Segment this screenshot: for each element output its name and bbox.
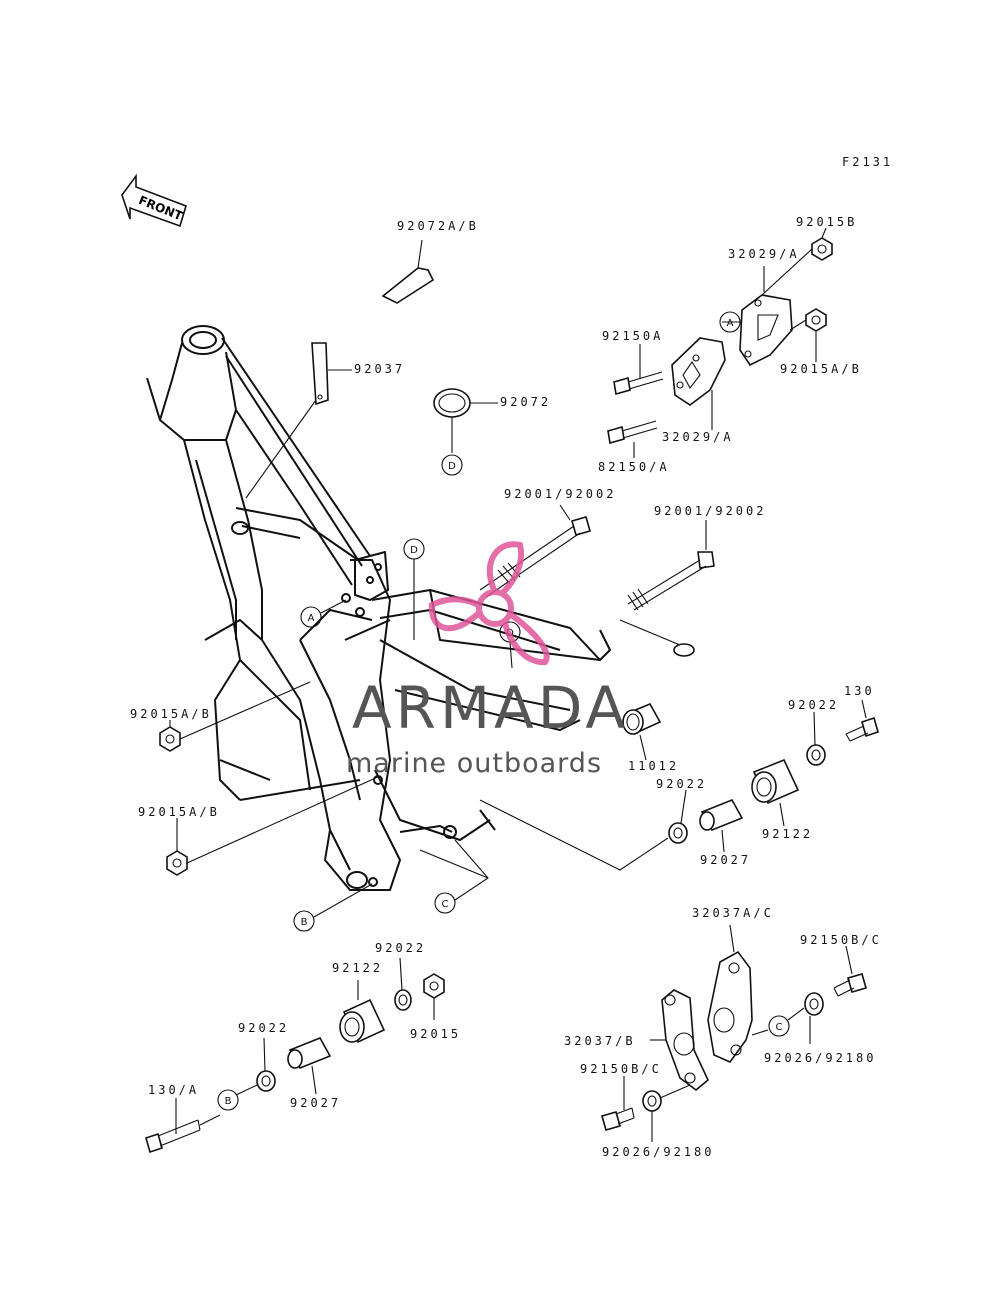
label-82150a: 82150/A [598,460,670,474]
label-92072: 92072 [500,395,551,409]
label-92015b: 92015B [796,215,857,229]
ref-c-frame: C [442,899,449,910]
watermark-brand: ARMADA [352,674,629,742]
label-92022-b2: 92022 [375,941,426,955]
ref-a-frame: A [308,613,315,624]
watermark-tagline: marine outboards [346,748,602,779]
label-92026-left: 92026/92180 [602,1145,714,1159]
label-92027-right: 92027 [700,853,751,867]
label-92022-right: 92022 [788,698,839,712]
label-32029a-bottom: 32029/A [662,430,734,444]
ref-d-frame: D [410,545,418,556]
part-92072 [433,388,498,453]
part-11012 [622,702,662,761]
front-arrow-icon: FRONT [121,173,187,228]
part-92072ab [381,239,435,304]
label-92022-b1: 92022 [238,1021,289,1035]
watermark: ARMADA marine outboards [346,541,629,779]
ref-circle-d-top [441,454,463,476]
label-32029a-top: 32029/A [728,247,800,261]
label-130a: 130/A [148,1083,199,1097]
ref-b-bottom: B [225,1096,232,1107]
label-92001-left: 92001/92002 [504,487,616,501]
label-32037b: 32037/B [564,1034,636,1048]
label-32037ac: 32037A/C [692,906,774,920]
label-92037: 92037 [354,362,405,376]
label-92001-right: 92001/92002 [654,504,766,518]
label-92015ab-right: 92015A/B [780,362,862,376]
ref-b-frame: B [301,917,308,928]
ref-circle-c-frame [434,892,456,914]
part-group-bottom-left [145,957,445,1154]
label-92122-b: 92122 [332,961,383,975]
ref-circle-b-bottom [217,1089,239,1111]
part-group-bottom-right [601,924,867,1142]
label-92122-right: 92122 [762,827,813,841]
label-11012: 11012 [628,759,679,773]
label-92026-right: 92026/92180 [764,1051,876,1065]
figure-code: F2131 [842,155,893,169]
label-92015ab-left1: 92015A/B [130,707,212,721]
part-92001-bolts [479,504,715,657]
label-92150bc-left: 92150B/C [580,1062,662,1076]
label-130: 130 [844,684,875,698]
label-92027-b: 92027 [290,1096,341,1110]
ref-c-bottom: C [776,1022,783,1033]
part-group-right [479,699,879,871]
engine-bracket-top [607,227,833,458]
label-92015ab-left2: 92015A/B [138,805,220,819]
part-92037 [245,342,352,499]
label-92072ab: 92072A/B [397,219,479,233]
motorcycle-frame [146,325,611,891]
label-92015: 92015 [410,1027,461,1041]
label-92150bc-right: 92150B/C [800,933,882,947]
part-92015ab-left [159,681,381,876]
propeller-logo-icon [428,541,550,666]
ref-d-top: D [448,461,456,472]
label-92150a: 92150A [602,329,663,343]
ref-circle-c-bottom [768,1015,790,1037]
ref-circle-a-top [719,311,741,333]
ref-circle-a-frame [300,606,322,628]
label-92022-mid: 92022 [656,777,707,791]
ref-a-top: A [727,318,734,329]
ref-circle-b-frame [293,910,315,932]
